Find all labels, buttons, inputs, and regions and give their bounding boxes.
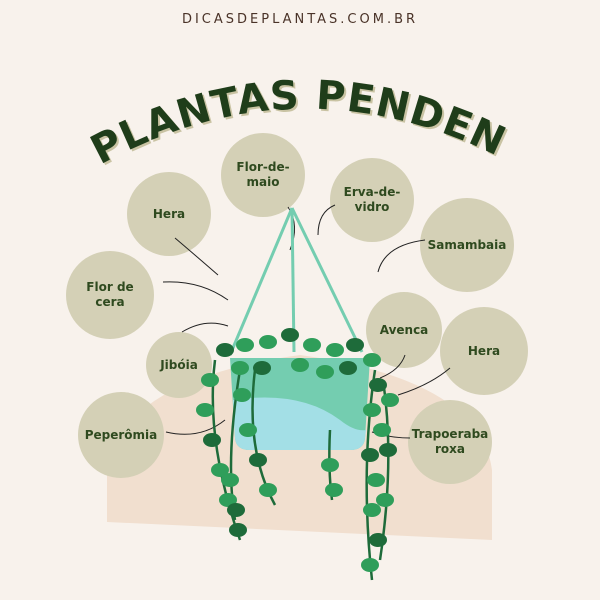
- site-url: DICASDEPLANTAS.COM.BR: [181, 12, 419, 27]
- leaf: [369, 378, 387, 392]
- leaf: [363, 353, 381, 367]
- leaf: [326, 343, 344, 357]
- leaf: [221, 473, 239, 487]
- plant-label: Erva-de- vidro: [343, 185, 401, 214]
- leaf: [249, 453, 267, 467]
- leaf: [369, 533, 387, 547]
- arrow-icon: [317, 204, 336, 236]
- leaf: [259, 483, 277, 497]
- leaf: [291, 358, 309, 372]
- leaf: [219, 493, 237, 507]
- leaf: [363, 403, 381, 417]
- plant-label: Hera: [152, 206, 186, 221]
- leaf: [211, 463, 229, 477]
- leaf: [373, 423, 391, 437]
- leaf: [231, 361, 249, 375]
- leaf: [339, 361, 357, 375]
- leaf: [227, 503, 245, 517]
- arrow-icon: [379, 354, 406, 379]
- leaf: [281, 328, 299, 342]
- leaf: [203, 433, 221, 447]
- leaf: [381, 393, 399, 407]
- leaf: [236, 338, 254, 352]
- plant-label: Avenca: [379, 322, 429, 337]
- bubble-jiboia: Jibóia: [146, 332, 212, 398]
- leaf: [229, 523, 247, 537]
- bubble-flor-de-maio: Flor-de- maio: [221, 133, 305, 217]
- leaf: [253, 361, 271, 375]
- pot-water-band: [233, 397, 366, 450]
- arrow-icon: [174, 237, 219, 276]
- bubble-peperomia: Peperômia: [78, 392, 164, 478]
- plant-label: Flor-de- maio: [236, 160, 290, 189]
- leaf: [361, 558, 379, 572]
- plant-label: Flor de cera: [86, 280, 134, 309]
- leaf: [325, 483, 343, 497]
- leaf: [376, 493, 394, 507]
- leaf: [379, 443, 397, 457]
- bubble-samambaia: Samambaia: [420, 198, 514, 292]
- leaf: [367, 473, 385, 487]
- leaf: [363, 503, 381, 517]
- leaf: [196, 403, 214, 417]
- leaf: [216, 343, 234, 357]
- arrow-icon: [397, 367, 451, 396]
- bubble-flor-de-cera: Flor de cera: [66, 251, 154, 339]
- leaf: [239, 423, 257, 437]
- leaf: [321, 458, 339, 472]
- leaf: [233, 388, 251, 402]
- plant-label: Peperômia: [84, 427, 158, 442]
- arrow-icon: [377, 239, 426, 273]
- plant-label: Jibóia: [160, 357, 198, 372]
- leaf: [316, 365, 334, 379]
- bubble-trapoeraba-roxa: Trapoeraba roxa: [408, 400, 492, 484]
- leaf: [346, 338, 364, 352]
- bubble-erva-de-vidro: Erva-de- vidro: [330, 158, 414, 242]
- leaf: [259, 335, 277, 349]
- leaves: [196, 328, 399, 572]
- leaf: [201, 373, 219, 387]
- leaf: [303, 338, 321, 352]
- plant-label: Samambaia: [427, 237, 507, 252]
- plant-label: Hera: [467, 343, 501, 358]
- arrow-icon: [165, 419, 226, 435]
- bubble-hera-right: Hera: [440, 307, 528, 395]
- hanger-ropes: [228, 207, 364, 356]
- arrow-icon: [162, 281, 229, 301]
- leaf: [361, 448, 379, 462]
- plant-label: Trapoeraba roxa: [411, 427, 489, 456]
- bubble-hera-left: Hera: [127, 172, 211, 256]
- arrow-icon: [181, 322, 229, 333]
